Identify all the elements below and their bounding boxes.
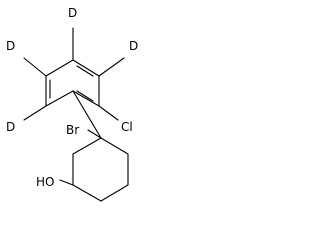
bond-to-chlorine [98,105,119,121]
ring-double-bond [76,65,94,77]
bond-to-bromine [87,129,102,139]
deuterium-label-lower-left: D [6,120,15,134]
deuterium-label-upper-right: D [129,39,138,53]
bond-to-deuterium-upper-right [98,57,125,77]
hydroxyl-label: HO [36,175,54,189]
ring-bond [72,90,100,107]
bromine-label: Br [66,123,79,137]
deuterium-label-top: D [68,6,77,20]
ring-bond [100,137,129,155]
benzene-ring [45,59,100,107]
ring-double-bond [76,90,94,102]
ring-bond [45,90,74,107]
ring-bond [100,184,129,202]
bond-to-deuterium-lower-left [23,105,47,121]
ring-bond [72,184,102,202]
ring-bond [45,59,74,77]
bond-to-deuterium-upper-left [23,57,47,77]
ring-bond [72,59,100,77]
cyclohexane-ring [72,137,129,202]
chemical-structure: D D D D Cl Br HO [6,6,138,202]
bond-aryl-to-cyclohexane [72,90,102,139]
chlorine-label: Cl [121,120,133,134]
bond-to-hydroxyl [59,179,74,186]
deuterium-label-upper-left: D [6,39,15,53]
ring-bond [72,137,102,155]
